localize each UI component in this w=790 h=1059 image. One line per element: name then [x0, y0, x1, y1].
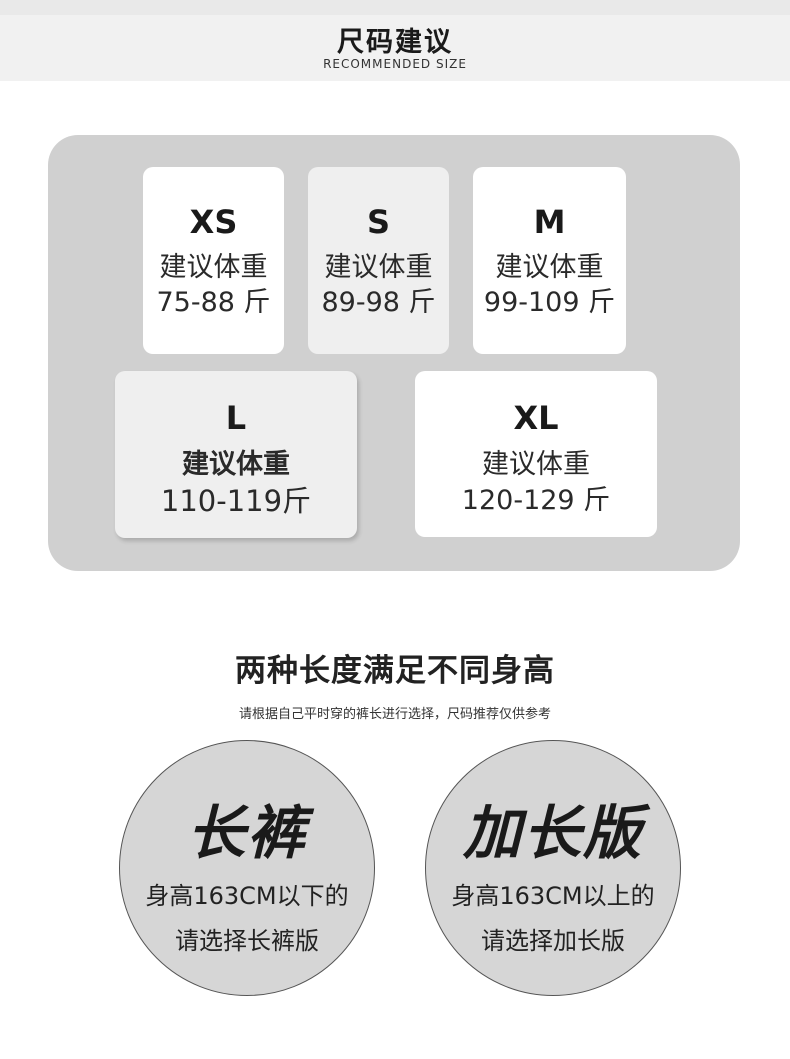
- weight-label: 建议体重: [495, 252, 604, 283]
- weight-label: 建议体重: [182, 449, 290, 480]
- length-section-subtitle: 请根据自己平时穿的裤长进行选择，尺码推荐仅供参考: [238, 707, 551, 722]
- page-subtitle: RECOMMENDED SIZE: [323, 57, 467, 71]
- page-title: 尺码建议: [337, 27, 453, 58]
- size-card-xl: XL 建议体重 120-129 斤: [415, 371, 657, 537]
- size-name: M: [533, 203, 566, 241]
- weight-range: 75-88 斤: [156, 287, 271, 318]
- option-advice: 请选择长裤版: [175, 927, 319, 955]
- size-chart-panel: XS 建议体重 75-88 斤 S 建议体重 89-98 斤 M 建议体重 99…: [48, 135, 740, 571]
- size-card-m: M 建议体重 99-109 斤: [473, 167, 626, 354]
- size-card-s: S 建议体重 89-98 斤: [308, 167, 449, 354]
- size-card-xs: XS 建议体重 75-88 斤: [143, 167, 284, 354]
- header-banner: 尺码建议 RECOMMENDED SIZE: [0, 0, 790, 81]
- size-name: XL: [513, 399, 559, 437]
- size-name: L: [225, 399, 247, 437]
- weight-label: 建议体重: [482, 449, 590, 480]
- weight-range: 99-109 斤: [483, 287, 616, 318]
- weight-label: 建议体重: [159, 252, 268, 283]
- size-name: S: [366, 203, 391, 241]
- length-option-regular: 长裤 身高163CM以下的 请选择长裤版: [119, 740, 375, 996]
- size-name: XS: [189, 203, 238, 241]
- weight-range: 110-119斤: [160, 484, 312, 518]
- option-height: 身高163CM以下的: [145, 882, 349, 910]
- weight-label: 建议体重: [324, 252, 433, 283]
- length-option-long: 加长版 身高163CM以上的 请选择加长版: [425, 740, 681, 996]
- weight-range: 120-129 斤: [461, 485, 611, 516]
- option-name: 加长版: [462, 799, 643, 867]
- option-height: 身高163CM以上的: [451, 882, 655, 910]
- option-advice: 请选择加长版: [481, 927, 625, 955]
- weight-range: 89-98 斤: [321, 287, 436, 318]
- size-card-l: L 建议体重 110-119斤: [115, 371, 357, 538]
- length-section-title: 两种长度满足不同身高: [235, 653, 555, 689]
- option-name: 长裤: [186, 799, 307, 867]
